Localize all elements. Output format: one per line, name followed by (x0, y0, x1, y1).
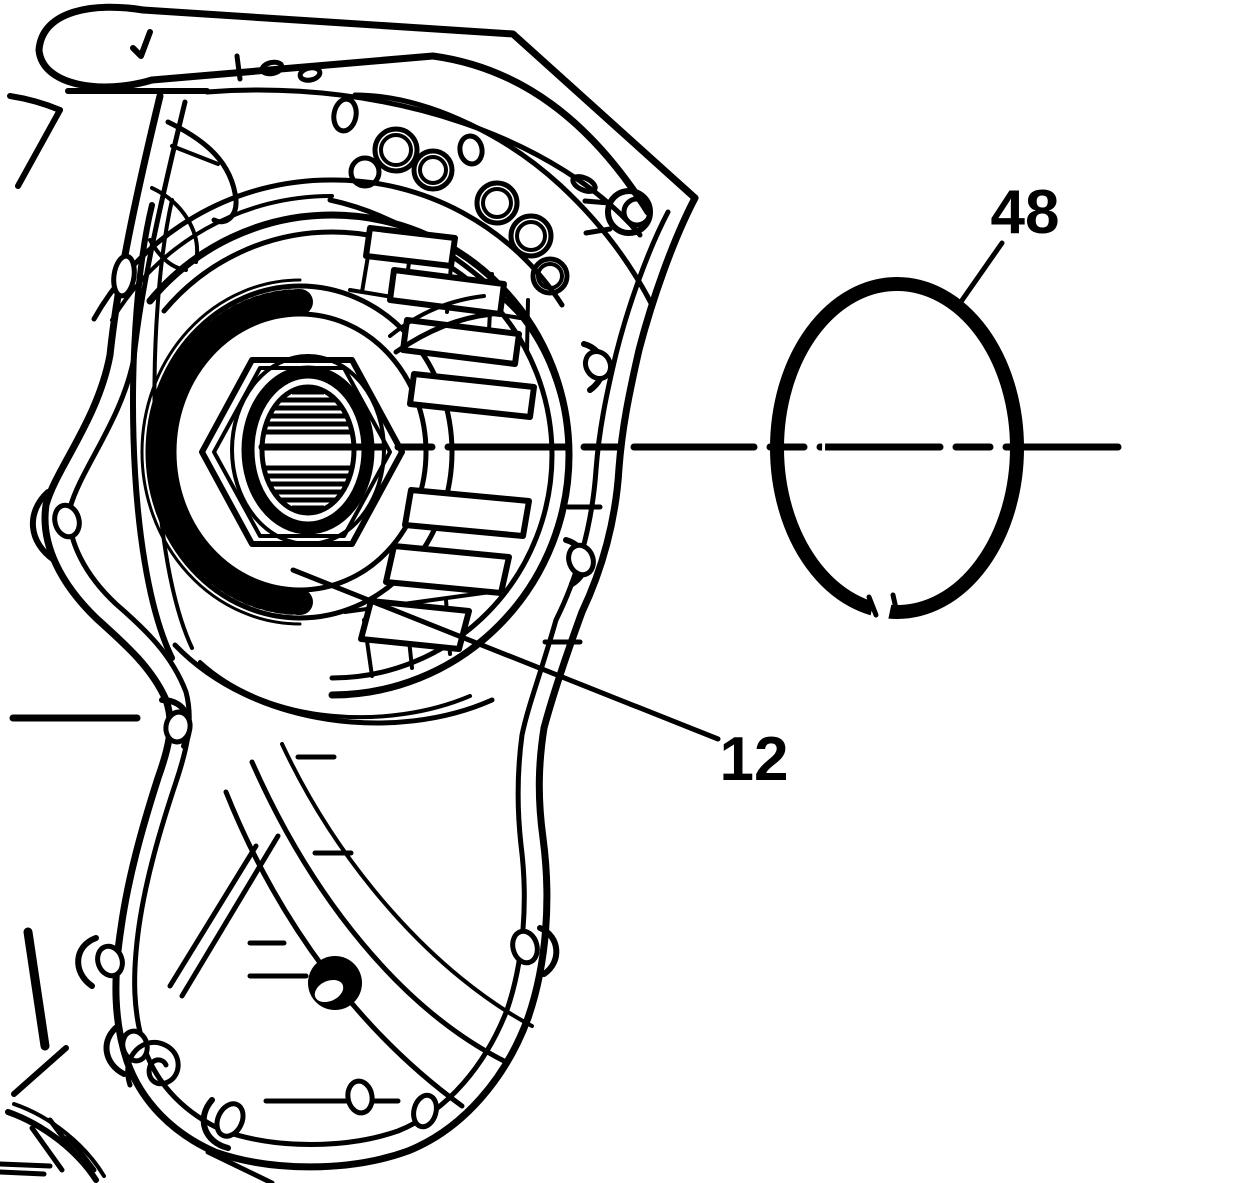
cluster-band-outer (352, 92, 655, 308)
bracket-top-edge (139, 6, 699, 202)
bracket-boss-stud-face (621, 196, 653, 228)
bowl-wall-curve (249, 759, 509, 1065)
bolt-hole (52, 502, 82, 540)
snap-ring-end (866, 594, 879, 618)
bracket-handle-end (35, 3, 156, 91)
bolt-hole (331, 96, 359, 134)
drum-slot (400, 317, 522, 367)
cutaway-line (0, 1161, 53, 1169)
tone-wheel-outer-double (140, 278, 302, 626)
drum-slot (402, 487, 532, 539)
callout-48: 48 (955, 178, 1060, 309)
snap-ring-end (890, 592, 900, 616)
bolt-hole (582, 348, 614, 382)
casting-line (170, 144, 220, 166)
bolt-hole (111, 253, 137, 299)
bracket-oval-detail (297, 65, 323, 83)
hatch-line (47, 1117, 83, 1163)
snap-ring-split-gap (868, 592, 894, 628)
hub-to-drum-curve (388, 294, 486, 338)
bolt-ear (200, 1097, 231, 1151)
drum-bottom-edge-inner (198, 660, 472, 720)
reference-diagonal (15, 107, 63, 189)
reference-tick (7, 93, 63, 113)
cutaway-arc (12, 1102, 106, 1178)
bolt-hole (345, 1078, 375, 1116)
cluster-hole-counterbore (418, 155, 448, 185)
cutaway-diagonal (205, 1149, 275, 1183)
boss-oval (570, 174, 598, 194)
drum-slot (387, 267, 507, 317)
bracket-tick (234, 53, 243, 82)
bolt-hole (214, 1101, 246, 1139)
flange-bolt-holes (52, 96, 614, 1139)
bottom-left-cutaway (0, 927, 275, 1183)
callout-12: 12 (290, 567, 789, 794)
hatch-line (29, 1125, 65, 1173)
bolt-hole (163, 709, 193, 745)
housing-outer-edge (41, 92, 699, 1171)
spline-hatch (265, 389, 351, 511)
bolt-ear (537, 925, 560, 977)
bolt-hole (510, 928, 540, 966)
lower-bowl-interior (167, 504, 603, 1109)
callout-12-leader-line (290, 567, 721, 742)
drum-inner-rim-left (161, 229, 335, 314)
cluster-hole-counterbore (515, 220, 547, 252)
cutaway-arc (5, 1109, 99, 1183)
housing-bore-rim (329, 177, 565, 308)
drum-bottom-edge (172, 642, 495, 726)
drum-slots (358, 225, 537, 652)
callout-48-leader-line (955, 240, 1005, 309)
drum-slot (383, 543, 512, 596)
callout-48-label: 48 (991, 178, 1060, 247)
bolt-ear (75, 935, 99, 989)
boss-side-line (583, 226, 613, 236)
cutaway-edge (11, 1045, 69, 1097)
drum-outer-rim-left (146, 211, 336, 305)
cutaway-line (0, 1169, 47, 1177)
bolt-hole (457, 133, 485, 167)
cutaway-edge (23, 927, 50, 1051)
bolt-ear (103, 1023, 127, 1077)
bracket-bottom-edge (148, 52, 652, 216)
drum-slot (363, 225, 458, 269)
drum-slot (358, 598, 472, 652)
left-reference-marks (7, 93, 141, 722)
bracket-oval-detail (259, 59, 285, 77)
housing-bore-rim-inner (110, 193, 334, 322)
tone-wheel-teeth (149, 289, 313, 615)
bolt-hole (566, 542, 596, 578)
drain-plug-highlight (314, 979, 344, 1003)
snap-ring-double-line-gap (822, 296, 898, 600)
bearing-ring-outer (230, 354, 386, 546)
bolt-hole (95, 943, 125, 979)
bowl-strut (179, 833, 281, 999)
hub-to-drum-curve (393, 311, 495, 355)
tone-wheel-outer (145, 283, 455, 621)
boss-side-line (582, 198, 612, 206)
cluster-hole-counterbore (481, 187, 513, 219)
bolt-ear (30, 489, 57, 563)
hatch-line (65, 1133, 97, 1173)
bowl-wall-curve (280, 742, 534, 1028)
bowl-strut (167, 843, 259, 989)
casting-scroll (125, 1039, 181, 1088)
output-hub-assembly (140, 278, 455, 626)
bracket-arrow-tick (130, 29, 153, 59)
cluster-hole-counterbore (379, 133, 413, 167)
bracket-boss-stud (605, 188, 653, 236)
callout-12-label: 12 (720, 725, 789, 794)
drum-slot (407, 371, 537, 420)
snap-ring (770, 277, 1024, 628)
drum-face-line (525, 298, 530, 354)
bolt-hole (411, 1092, 439, 1130)
